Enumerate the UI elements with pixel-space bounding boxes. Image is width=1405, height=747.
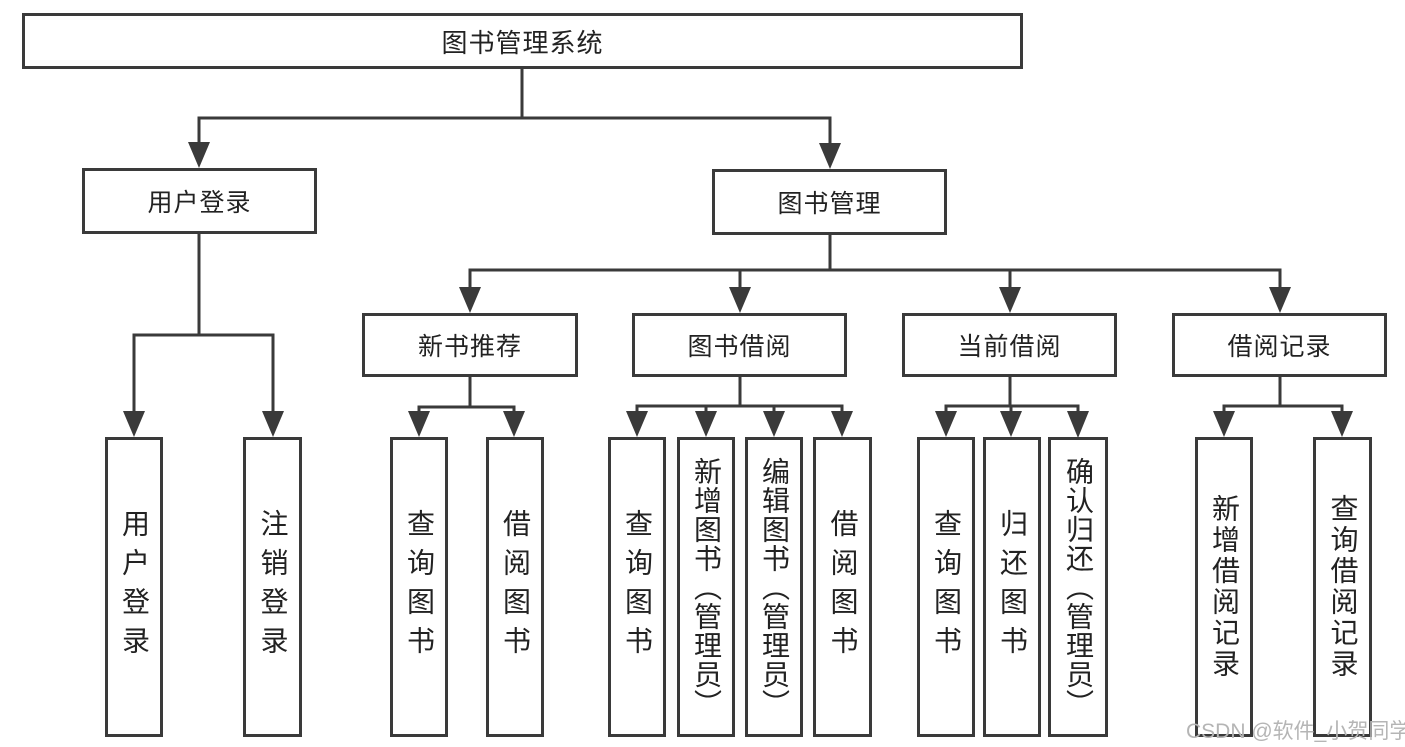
node-label: 图书管理系统	[441, 27, 604, 58]
node-label: 当前借阅	[957, 333, 1062, 361]
node-borrow-record: 借阅记录	[1172, 313, 1387, 377]
leaf-query-borrow-record: 查询借阅记录	[1313, 437, 1372, 737]
leaf-borrow-books-2: 借阅图书	[813, 437, 872, 737]
node-label: 查询图书	[404, 509, 435, 665]
node-user-login: 用户登录	[82, 168, 317, 234]
node-label: 借阅记录	[1227, 333, 1332, 361]
leaf-user-login: 用户登录	[105, 437, 163, 737]
leaf-logout: 注销登录	[243, 437, 302, 737]
node-book-borrow: 图书借阅	[632, 313, 847, 377]
leaf-query-books-3: 查询图书	[917, 437, 975, 737]
leaf-confirm-return-admin: 确认归还（管理员）	[1048, 437, 1108, 737]
node-label: 查询图书	[622, 509, 653, 665]
node-new-book-recommend: 新书推荐	[362, 313, 578, 377]
csdn-watermark: CSDN @软件_小贺同学	[1186, 720, 1405, 743]
leaf-edit-books-admin: 编辑图书（管理员）	[745, 437, 803, 737]
connector-root-to-level2	[188, 68, 841, 169]
node-label: 图书借阅	[687, 333, 792, 361]
connector-book-mgmt-to-level3	[459, 235, 1291, 313]
leaf-query-books-2: 查询图书	[608, 437, 666, 737]
node-label: 查询图书	[931, 509, 962, 665]
leaf-return-books: 归还图书	[983, 437, 1041, 737]
node-label: 用户登录	[119, 509, 150, 665]
node-label: 新书推荐	[417, 333, 522, 361]
connector-user-login-to-leaves	[123, 234, 284, 437]
node-label: 编辑图书（管理员）	[759, 456, 790, 718]
node-current-borrow: 当前借阅	[902, 313, 1117, 377]
node-label: 图书管理	[777, 190, 882, 218]
node-root-library-management-system: 图书管理系统	[22, 13, 1023, 69]
node-label: 新增图书（管理员）	[691, 456, 722, 718]
node-label: 用户登录	[147, 189, 252, 217]
leaf-add-borrow-record: 新增借阅记录	[1195, 437, 1253, 737]
node-book-management: 图书管理	[712, 169, 947, 235]
connector-current-borrow-to-leaves	[935, 377, 1089, 438]
leaf-add-books-admin: 新增图书（管理员）	[677, 437, 735, 737]
connector-book-borrow-to-leaves	[626, 377, 853, 437]
node-label: 查询借阅记录	[1327, 494, 1359, 680]
leaf-borrow-books-1: 借阅图书	[486, 437, 544, 737]
node-label: 借阅图书	[500, 509, 531, 665]
connector-new-book-to-leaves	[408, 377, 525, 437]
node-label: 借阅图书	[827, 509, 859, 665]
node-label: 注销登录	[257, 509, 289, 665]
node-label: 新增借阅记录	[1209, 494, 1240, 680]
node-label: 归还图书	[997, 509, 1028, 665]
node-label: 确认归还（管理员）	[1063, 456, 1094, 718]
leaf-query-books-1: 查询图书	[390, 437, 448, 737]
connector-borrow-record-to-leaves	[1213, 377, 1353, 437]
